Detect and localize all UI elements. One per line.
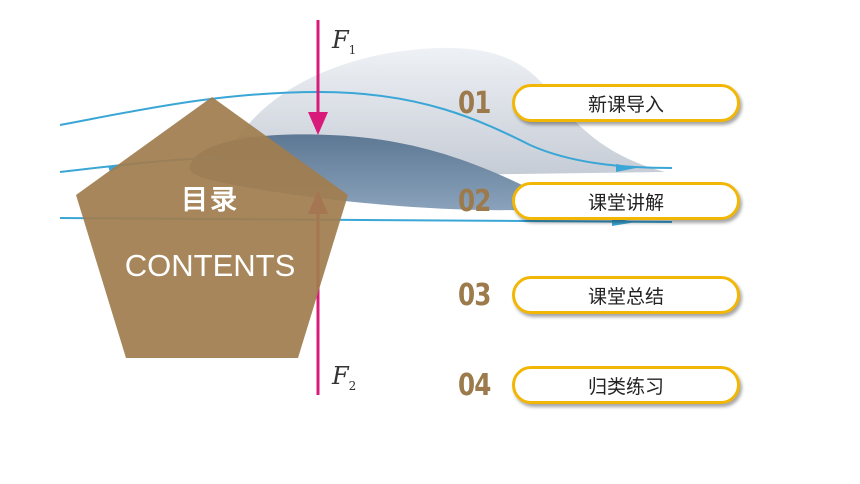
force-f2-label: F2	[332, 362, 357, 393]
menu-item-number: 04	[458, 368, 491, 403]
menu-item-number: 03	[458, 278, 491, 313]
menu-item-button[interactable]: 新课导入	[512, 84, 740, 122]
menu-item-button[interactable]: 归类练习	[512, 366, 740, 404]
menu-item-button[interactable]: 课堂讲解	[512, 182, 740, 220]
menu-item-1[interactable]: 01 新课导入	[458, 84, 748, 124]
menu-item-2[interactable]: 02 课堂讲解	[458, 182, 748, 222]
force-f1-label: F1	[332, 26, 357, 57]
menu-item-4[interactable]: 04 归类练习	[458, 366, 748, 406]
menu-item-number: 02	[458, 184, 491, 219]
menu-item-button[interactable]: 课堂总结	[512, 276, 740, 314]
menu-item-number: 01	[458, 86, 491, 121]
menu-item-3[interactable]: 03 课堂总结	[458, 276, 748, 316]
contents-title: 目录	[181, 185, 239, 216]
contents-subtitle: CONTENTS	[124, 248, 296, 283]
